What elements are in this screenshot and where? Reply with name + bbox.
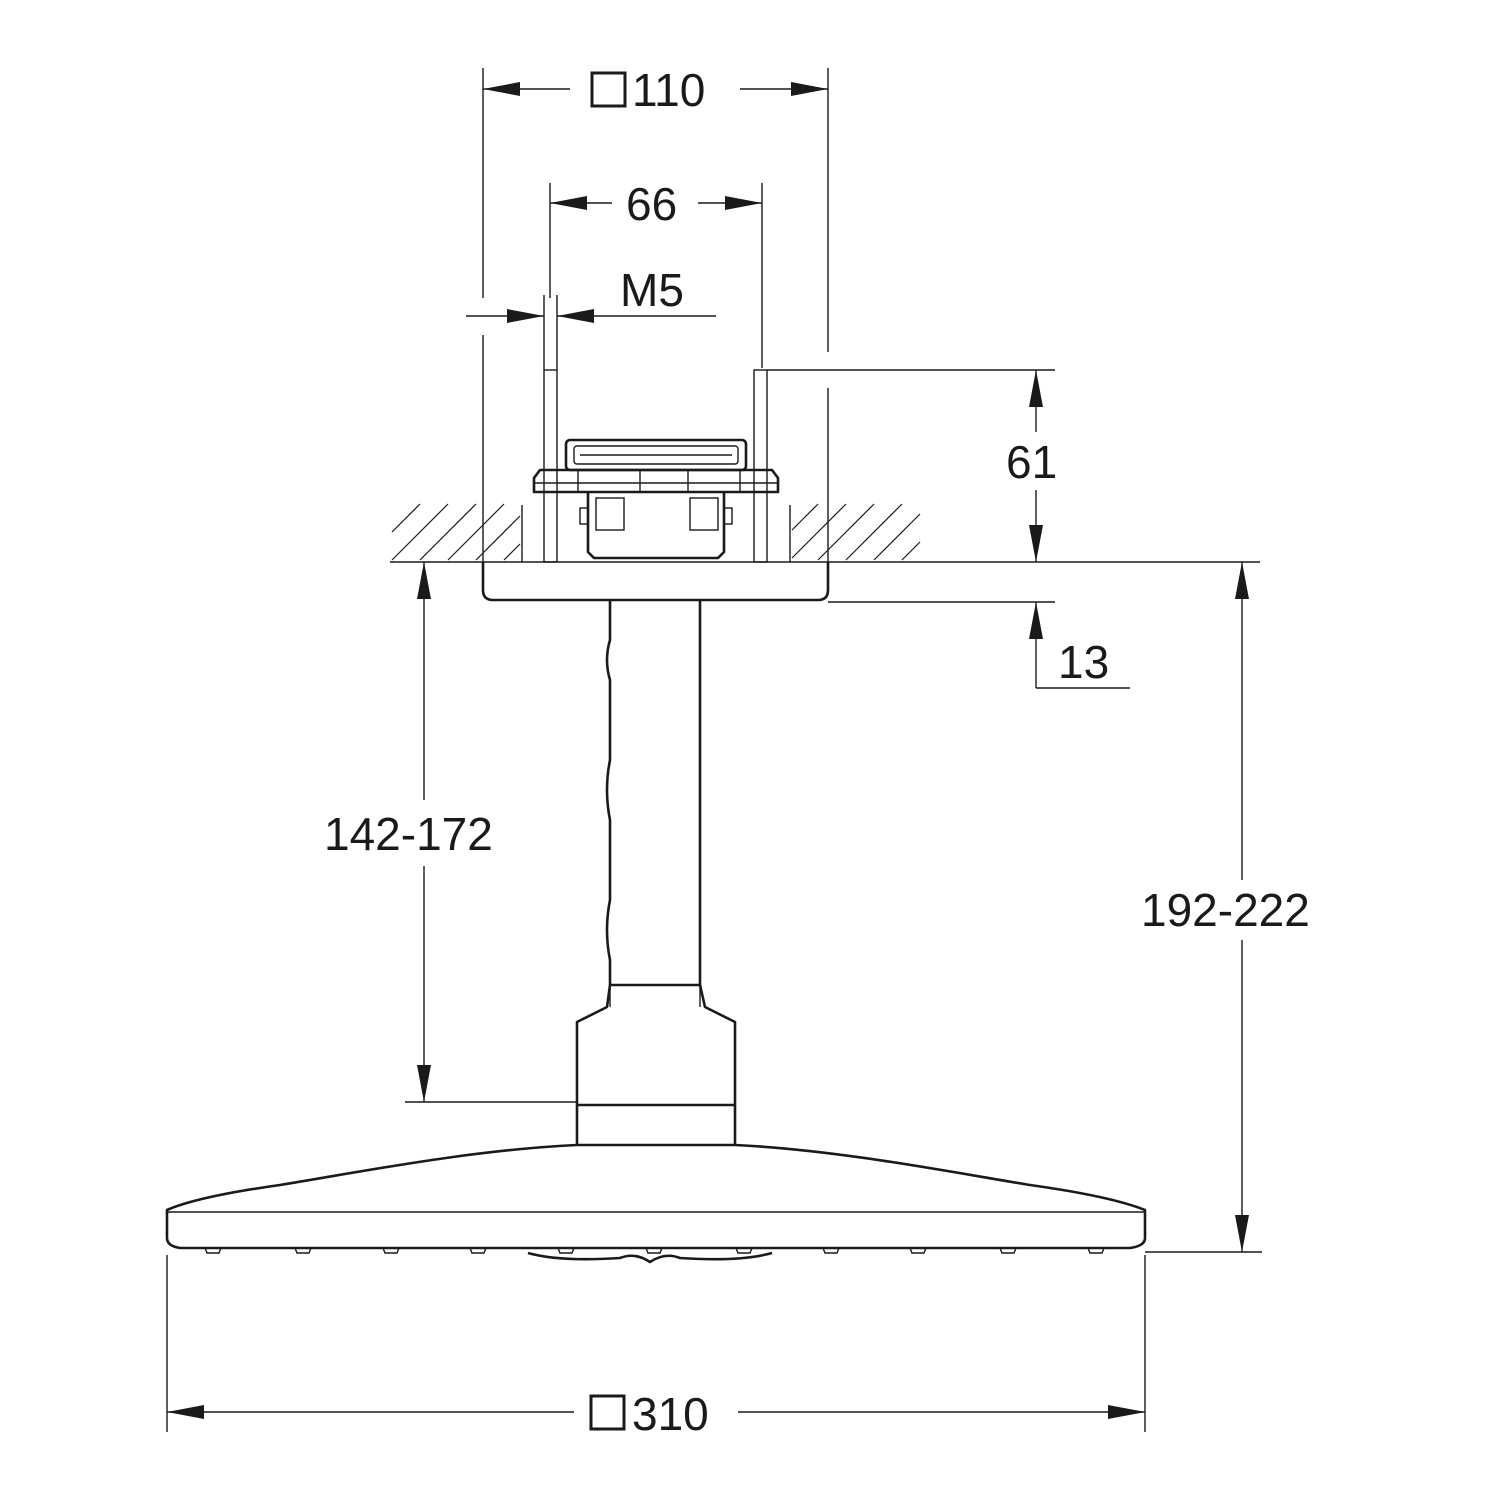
- square-symbol-bottom: [589, 1394, 626, 1431]
- dim-label-310: 310: [632, 1388, 709, 1440]
- dim-square-110: 110: [482, 64, 829, 562]
- dim-label-66: 66: [626, 178, 677, 230]
- dim-13: 13: [828, 601, 1130, 689]
- threaded-rod-right: [753, 369, 768, 563]
- square-symbol-top: [590, 71, 627, 108]
- dim-66: 66: [549, 178, 763, 368]
- shower-arm-left-edge: [605, 600, 612, 985]
- center-spray-plate: [527, 1251, 773, 1264]
- threaded-rod-left: [543, 369, 558, 563]
- arm-connector: [575, 983, 737, 1147]
- shower-head-body: [165, 1143, 1147, 1250]
- box-body: [586, 492, 726, 560]
- dim-square-310: 310: [166, 1255, 1146, 1440]
- box-port-right: [689, 497, 719, 531]
- ceiling-hatch-left: [391, 503, 521, 561]
- shower-assembly: [165, 562, 1147, 1264]
- dim-192-222: 192-222: [1141, 562, 1310, 1253]
- box-flange-plate: [532, 468, 780, 494]
- dim-thread-m5: M5: [466, 264, 716, 370]
- dim-label-192-222: 192-222: [1141, 884, 1310, 936]
- ceiling-flange: [481, 562, 830, 602]
- spray-nozzles: [204, 1247, 1105, 1264]
- box-port-left: [595, 497, 625, 531]
- dim-label-13: 13: [1058, 636, 1109, 688]
- dim-61: 61: [767, 369, 1057, 562]
- dim-label-61: 61: [1006, 436, 1057, 488]
- dim-label-m5: M5: [620, 264, 684, 316]
- mounting-box: [532, 369, 780, 563]
- dim-142-172: 142-172: [324, 562, 577, 1103]
- ceiling-section: [390, 503, 1260, 563]
- ceiling-hatch-right: [791, 503, 921, 561]
- dim-label-142-172: 142-172: [324, 808, 493, 860]
- dim-label-110: 110: [632, 64, 705, 116]
